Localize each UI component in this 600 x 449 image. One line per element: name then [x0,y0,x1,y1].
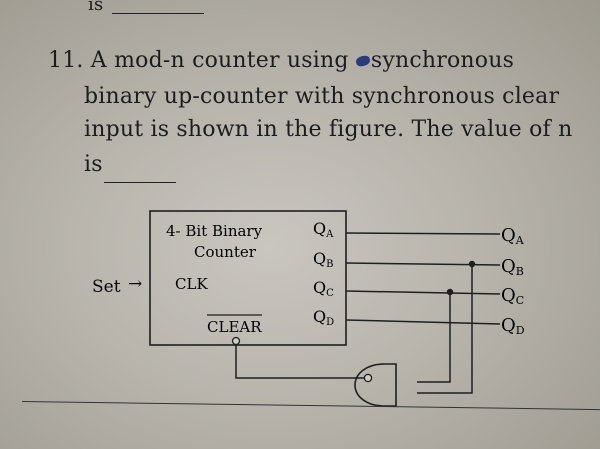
internal-q-a: QA [313,219,334,240]
internal-q-c: QC [313,278,334,299]
junction-dot-qc [446,288,454,296]
question-text-line-2: binary up-counter with synchronous clear [84,84,560,109]
internal-output-labels: QA QB QC QD [313,219,334,328]
wire-qd [345,319,501,325]
counter-block [149,210,347,346]
block-title-1: 4- Bit Binary [166,222,263,240]
output-wires [235,232,501,394]
clk-label: CLK [175,275,208,293]
junction-dot-qb [468,260,476,268]
external-q-c: QC [501,285,524,307]
nand-gate [354,363,397,407]
internal-q-b: QB [313,249,333,270]
wire-qb [345,262,501,266]
question-text-line-1-end: synchronous [370,48,515,73]
external-q-a: QA [501,225,525,247]
wire-qa [345,232,501,235]
set-arrow: → [128,274,142,294]
nand-output-bubble [363,373,373,383]
clear-label: CLEAR [207,318,262,336]
internal-q-d: QD [313,307,334,328]
wire-qc-to-gate [417,292,451,383]
question-text-line-4: is [84,152,103,177]
clear-bubble [231,336,241,346]
wire-qb-to-gate [417,264,473,394]
set-label: Set [92,277,121,297]
external-q-b: QB [501,256,524,278]
external-q-d: QD [501,315,525,337]
question-line-1: 11. A mod-n counter using synchronous [48,48,514,73]
wire-clear-feedback [235,345,372,379]
question-text-line-3: input is shown in the figure. The value … [84,117,573,142]
answer-blank [104,182,176,183]
previous-question-is-label: is [88,0,104,15]
question-number: 11. [48,48,84,73]
external-output-labels: QA QB QC QD [501,225,525,337]
block-title-2: Counter [194,243,257,261]
previous-question-answer-blank [112,13,204,14]
wire-qc [345,290,501,295]
question-text-line-1: A mod-n counter using [90,48,349,73]
